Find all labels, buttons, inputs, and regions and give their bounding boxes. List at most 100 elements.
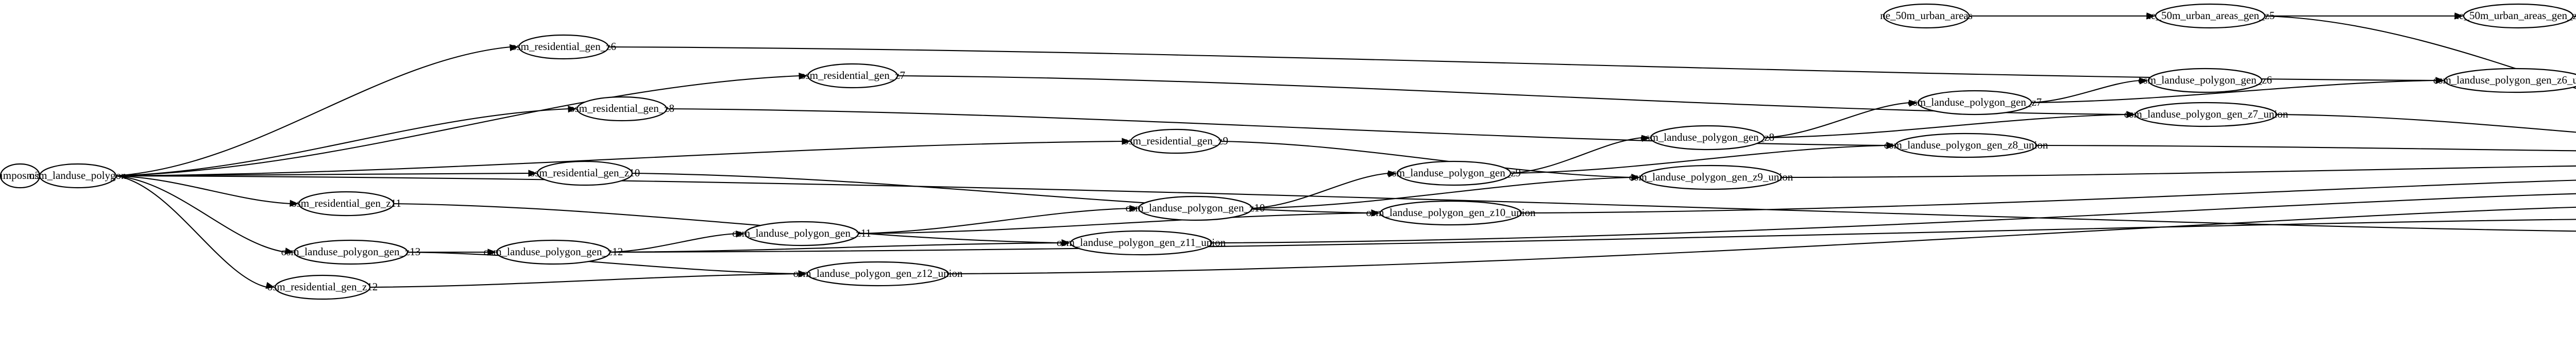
edge-arrowhead [1122,138,1131,145]
node-shape-osm_landuse_polygon_gen_z7 [1917,90,2032,116]
node-osm_landuse_polygon_gen_z11_union[interactable]: osm_landuse_polygon_gen_z11_union [1057,230,1226,256]
node-shape-osm_landuse_polygon [39,163,117,189]
node-shape-osm_landuse_polygon_gen_z10_union [1379,200,1522,226]
node-osm_landuse_polygon[interactable]: osm_landuse_polygon [29,163,127,189]
node-label-osm_landuse_polygon_gen_z12_union: osm_landuse_polygon_gen_z12_union [793,267,963,279]
edge-osm_landuse_polygon-to-osm_residential_gen_z9 [115,140,1123,177]
node-label-osm_landuse_polygon_gen_z9_union: osm_landuse_polygon_gen_z9_union [1629,171,1793,183]
node-osm_landuse_polygon_gen_z8_union[interactable]: osm_landuse_polygon_gen_z8_union [1884,133,2048,158]
edge-arrowhead [290,200,299,207]
node-label-osm_residential_gen_z11: osm_residential_gen_z11 [291,197,401,209]
edge-arrowhead [2435,77,2445,84]
node-osm_residential_gen_z10[interactable]: osm_residential_gen_z10 [530,160,640,186]
node-osm_landuse_polygon_gen_z13[interactable]: osm_landuse_polygon_gen_z13 [281,239,421,265]
node-label-ne_50m_urban_areas_gen_z4: ne_50m_urban_areas_gen_z4 [2454,9,2576,22]
node-osm_landuse_polygon_gen_z12[interactable]: osm_landuse_polygon_gen_z12 [484,239,623,265]
edge-ne_50m_urban_areas_gen_z5-to-layer_landuse_z5 [2264,15,2576,89]
edge-osm_landuse_polygon_gen_z10-to-osm_landuse_polygon_gen_z9 [1251,172,1389,209]
node-shape-osm_landuse_polygon_gen_z8 [1650,125,1765,151]
node-label-osm_landuse_polygon_gen_z9: osm_landuse_polygon_gen_z9 [1387,167,1521,179]
edge-osm_landuse_polygon_gen_z12-to-layer_landuse_z13 [609,219,2576,253]
node-osm_landuse_polygon_gen_z7[interactable]: osm_landuse_polygon_gen_z7 [1908,90,2042,116]
node-osm_residential_gen_z7[interactable]: osm_residential_gen_z7 [800,63,905,89]
edge-osm_landuse_polygon_gen_z10-to-osm_landuse_polygon_gen_z9_union [1251,176,1633,209]
edge-osm_landuse_polygon_gen_z8_union-to-layer_landuse_z8 [2036,144,2576,152]
node-osm_residential_gen_z9[interactable]: osm_residential_gen_z9 [1123,128,1228,154]
edge-arrowhead [2454,12,2464,20]
node-shape-osm_landuse_polygon_gen_z11 [744,221,859,246]
node-shape-ne_50m_urban_areas_gen_z5 [2155,3,2266,29]
node-osm_residential_gen_z11[interactable]: osm_residential_gen_z11 [291,191,401,217]
node-shape-osm_landuse_polygon_gen_z9_union [1639,164,1783,190]
edge-osm_landuse_polygon_gen_z8-to-osm_landuse_polygon_gen_z7 [1764,102,1910,139]
node-osm_residential_gen_z6[interactable]: osm_residential_gen_z6 [511,34,616,60]
node-osm_landuse_polygon_gen_z8[interactable]: osm_landuse_polygon_gen_z8 [1640,125,1774,151]
node-label-osm_landuse_polygon_gen_z8_union: osm_landuse_polygon_gen_z8_union [1884,139,2048,151]
node-imposm3[interactable]: imposm3 [0,163,40,189]
node-label-osm_landuse_polygon_gen_z8: osm_landuse_polygon_gen_z8 [1640,131,1774,143]
edge-osm_landuse_polygon_gen_z12_union-to-layer_landuse_z12 [948,206,2576,275]
edge-osm_landuse_polygon_gen_z9_union-to-layer_landuse_z9 [1781,165,2576,178]
edge-arrowhead [2146,12,2156,20]
edge-arrowhead [528,170,537,177]
edge-osm_landuse_polygon_gen_z9-to-osm_landuse_polygon_gen_z8 [1510,137,1643,174]
node-osm_residential_gen_z12[interactable]: osm_residential_gen_z12 [267,274,378,300]
node-shape-osm_landuse_polygon_gen_z13 [293,239,409,265]
node-shape-osm_residential_gen_z11 [298,191,395,217]
node-osm_landuse_polygon_gen_z11[interactable]: osm_landuse_polygon_gen_z11 [732,221,871,246]
node-ne_50m_urban_areas_gen_z4[interactable]: ne_50m_urban_areas_gen_z4 [2454,3,2576,29]
node-shape-osm_landuse_polygon_gen_z8_union [1894,133,2038,158]
edge-osm_landuse_polygon_gen_z8-to-osm_landuse_polygon_gen_z7_union [1764,113,2128,139]
edge-arrowhead [1631,173,1640,181]
edge-osm_landuse_polygon_gen_z7_union-to-layer_landuse_z7 [2276,113,2576,133]
edge-arrowhead [1061,239,1071,246]
edge-arrowhead [2139,77,2148,85]
node-label-osm_landuse_polygon_gen_z12: osm_landuse_polygon_gen_z12 [484,245,623,258]
node-shape-osm_residential_gen_z6 [518,34,609,60]
edge-arrowhead [265,282,275,289]
node-osm_landuse_polygon_gen_z10[interactable]: osm_landuse_polygon_gen_z10 [1126,195,1265,221]
node-shape-osm_landuse_polygon_gen_z7_union [2134,102,2278,127]
edge-arrowhead [1641,135,1651,142]
edge-arrowhead [568,105,577,113]
node-label-osm_landuse_polygon_gen_z7_union: osm_landuse_polygon_gen_z7_union [2124,108,2289,120]
edge-arrowhead [487,249,497,256]
node-ne_50m_urban_areas_gen_z5[interactable]: ne_50m_urban_areas_gen_z5 [2146,3,2275,29]
node-shape-osm_residential_gen_z7 [807,63,899,89]
node-shape-osm_landuse_polygon_gen_z9 [1396,160,1512,186]
node-label-osm_residential_gen_z10: osm_residential_gen_z10 [530,167,640,179]
edge-arrowhead [799,72,808,80]
node-osm_residential_gen_z8[interactable]: osm_residential_gen_z8 [569,96,674,122]
edge-arrowhead [284,248,294,255]
edge-arrowhead [798,270,807,277]
edge-osm_landuse_polygon_gen_z10_union-to-layer_landuse_z10 [1521,179,2576,214]
node-label-osm_landuse_polygon_gen_z10: osm_landuse_polygon_gen_z10 [1126,202,1265,214]
edge-osm_landuse_polygon-to-osm_residential_gen_z7 [115,75,800,177]
node-shape-osm_landuse_polygon_gen_z6_union [2444,68,2576,93]
node-ne_50m_urban_areas[interactable]: ne_50m_urban_areas [1880,3,1973,29]
edge-osm_landuse_polygon_gen_z13-to-osm_landuse_polygon_gen_z12_union [407,251,800,275]
node-shape-osm_residential_gen_z12 [274,274,371,300]
node-label-osm_landuse_polygon_gen_z13: osm_landuse_polygon_gen_z13 [281,245,421,258]
node-label-osm_landuse_polygon_gen_z6: osm_landuse_polygon_gen_z6 [2138,74,2272,86]
edge-osm_landuse_polygon-to-layer_landuse_z14 [115,175,2576,232]
node-osm_landuse_polygon_gen_z9[interactable]: osm_landuse_polygon_gen_z9 [1387,160,1521,186]
node-osm_landuse_polygon_gen_z10_union[interactable]: osm_landuse_polygon_gen_z10_union [1366,200,1536,226]
edge-osm_landuse_polygon-to-osm_residential_gen_z8 [115,108,569,177]
edge-osm_landuse_polygon_gen_z11-to-osm_landuse_polygon_gen_z10 [858,207,1131,235]
edge-osm_landuse_polygon_gen_z11-to-osm_landuse_polygon_gen_z10_union [858,212,1372,235]
node-osm_landuse_polygon_gen_z6[interactable]: osm_landuse_polygon_gen_z6 [2138,68,2272,93]
node-osm_landuse_polygon_gen_z7_union[interactable]: osm_landuse_polygon_gen_z7_union [2124,102,2289,127]
edge-osm_landuse_polygon_gen_z7-to-osm_landuse_polygon_gen_z6 [2031,79,2141,104]
node-osm_landuse_polygon_gen_z6_union[interactable]: osm_landuse_polygon_gen_z6_union [2433,68,2576,93]
node-osm_landuse_polygon_gen_z12_union[interactable]: osm_landuse_polygon_gen_z12_union [793,261,963,287]
node-osm_landuse_polygon_gen_z9_union[interactable]: osm_landuse_polygon_gen_z9_union [1629,164,1793,190]
node-label-ne_50m_urban_areas: ne_50m_urban_areas [1880,9,1973,22]
edge-arrowhead [2126,111,2136,118]
edge-osm_landuse_polygon-to-osm_residential_gen_z11 [115,175,291,205]
edge-arrowhead [1129,205,1139,212]
node-shape-osm_residential_gen_z9 [1130,128,1222,154]
